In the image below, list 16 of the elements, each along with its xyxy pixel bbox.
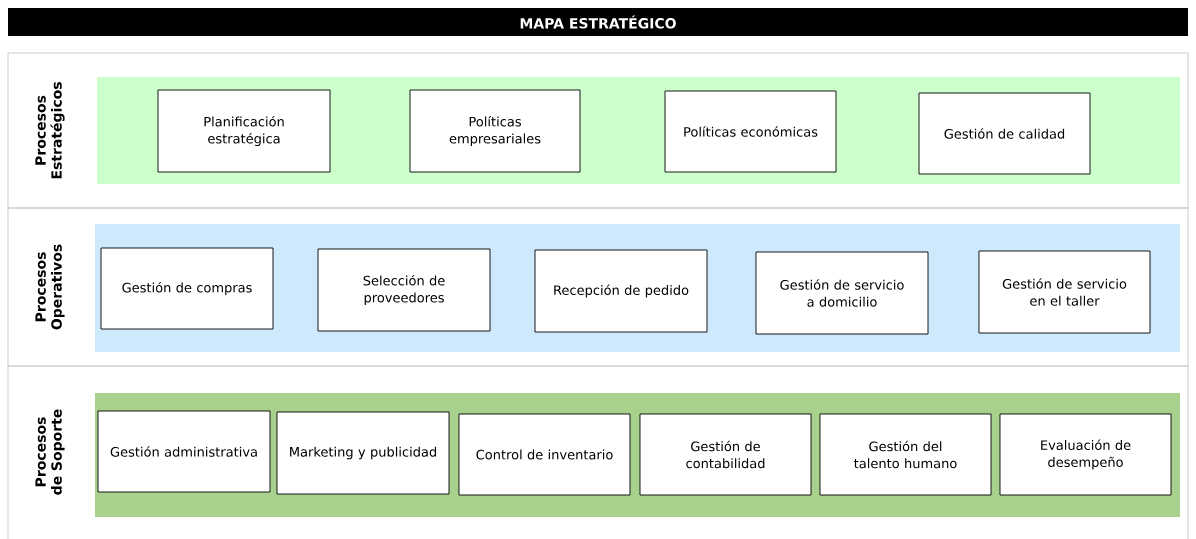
process-box: Políticas empresariales [409,89,581,173]
process-box: Gestión de contabilidad [639,413,812,496]
process-box: Control de inventario [458,413,631,496]
process-box: Gestión de compras [100,247,274,330]
process-box: Gestión de servicio en el taller [978,250,1151,334]
title-bar: MAPA ESTRATÉGICO [8,8,1188,36]
process-box: Evaluación de desempeño [999,413,1172,496]
process-box: Gestión administrativa [97,410,271,493]
process-box: Gestión de calidad [918,92,1091,175]
process-box: Políticas económicas [664,90,837,173]
process-box: Planificación estratégica [157,89,331,173]
process-box: Recepción de pedido [534,249,708,333]
process-box: Selección de proveedores [317,248,491,332]
process-box: Gestión del talento humano [819,413,992,496]
process-box: Gestión de servicio a domicilio [755,251,929,335]
process-box: Marketing y publicidad [276,411,450,495]
